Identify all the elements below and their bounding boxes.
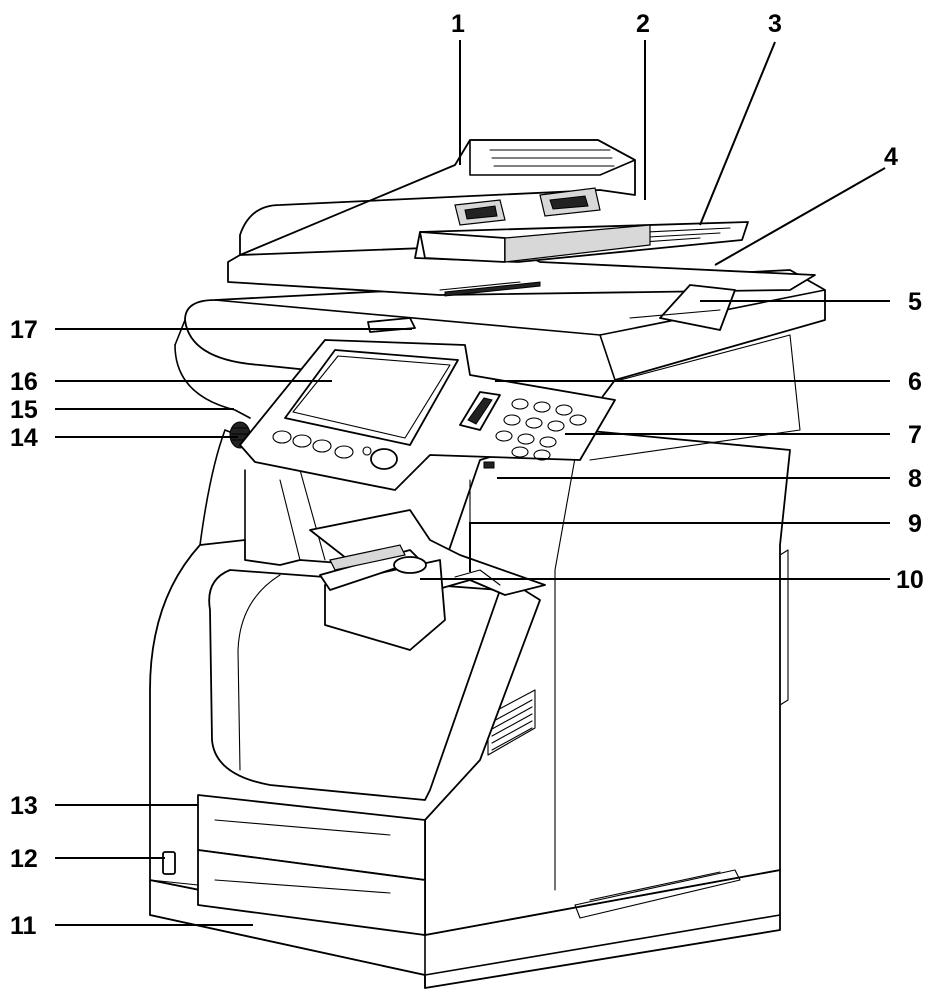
callout-13: 13	[10, 792, 38, 820]
callout-labels: 1 2 3 4 5 6 7 8 9 10 11 12 13 14 15 16 1…	[10, 10, 924, 940]
callout-1: 1	[451, 10, 465, 38]
callout-16: 16	[10, 368, 38, 396]
usb-port[interactable]	[483, 461, 495, 469]
callout-14: 14	[10, 424, 38, 452]
callout-6: 6	[908, 368, 922, 396]
callout-11: 11	[10, 912, 37, 940]
leader-lines	[55, 40, 890, 926]
callout-4: 4	[884, 143, 898, 171]
callout-8: 8	[908, 465, 922, 493]
original-stopper[interactable]	[659, 284, 736, 331]
callout-3: 3	[768, 10, 782, 38]
callout-17: 17	[10, 316, 38, 344]
printer-illustration	[149, 139, 826, 989]
paper-stopper[interactable]	[319, 544, 427, 591]
callout-15: 15	[10, 396, 38, 424]
power-switch[interactable]	[162, 851, 176, 875]
document-guides[interactable]	[454, 187, 601, 226]
paper-cassette-2	[197, 849, 426, 936]
adf-base	[227, 244, 816, 296]
side-vent	[487, 689, 536, 756]
numeric-keypad[interactable]	[495, 398, 587, 461]
callout-5: 5	[908, 288, 922, 316]
callout-2: 2	[636, 10, 650, 38]
callout-12: 12	[10, 845, 38, 873]
callout-10: 10	[896, 566, 924, 594]
callout-9: 9	[908, 510, 922, 538]
callout-7: 7	[908, 421, 922, 449]
panel-buttons[interactable]	[272, 430, 398, 470]
